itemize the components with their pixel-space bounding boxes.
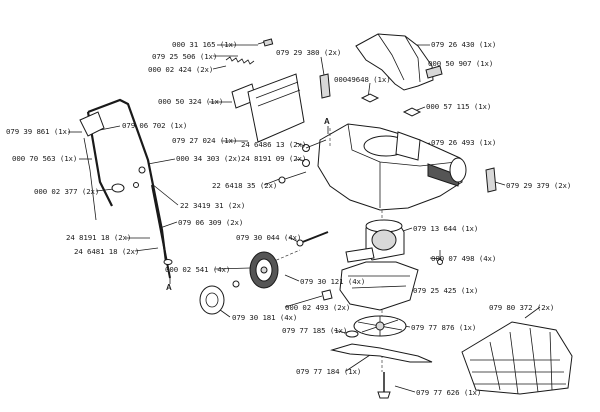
part-label-000-02-377: 000 02 377 (2x) — [34, 187, 99, 196]
part-label-079-06-309: 079 06 309 (2x) — [178, 218, 243, 227]
part-label-24-8191-18: 24 8191 18 (2x) — [66, 233, 131, 242]
part-label-079-77-876: 079 77 876 (1x) — [411, 323, 476, 332]
part-label-079-30-044: 079 30 044 (4x) — [236, 233, 301, 242]
part-label-000-02-493: 000 02 493 (2x) — [285, 303, 350, 312]
part-label-000-50-324: 000 50 324 (1x) — [158, 97, 223, 106]
part-label-079-13-644: 079 13 644 (1x) — [413, 224, 478, 233]
part-label-079-77-184: 079 77 184 (1x) — [296, 367, 361, 376]
part-label-00049648: 00049648 (1x) — [334, 75, 391, 84]
part-label-24-6481-18: 24 6481 18 (2x) — [74, 247, 139, 256]
part-label-079-25-506: 079 25 506 (1x) — [152, 52, 217, 61]
lower-housing-part — [339, 261, 419, 311]
rod-part — [257, 38, 274, 47]
axle-bolt-part — [296, 231, 329, 247]
part-label-079-27-024: 079 27 024 (1x) — [172, 136, 237, 145]
blade-part — [330, 343, 433, 363]
part-label-079-30-181: 079 30 181 (4x) — [232, 313, 297, 322]
part-label-000-02-541: 000 02 541 (4x) — [165, 265, 230, 274]
part-label-000-57-115: 000 57 115 (1x) — [426, 102, 491, 111]
grass-bag-part — [461, 321, 573, 395]
lower-handle-part — [151, 184, 173, 279]
wheel-part — [249, 251, 279, 289]
blade-bolt-part — [377, 372, 391, 399]
main-housing-part — [317, 123, 463, 211]
part-label-079-80-372: 079 80 372 (2x) — [489, 303, 554, 312]
part-label-079-26-493: 079 26 493 (1x) — [431, 138, 496, 147]
screw-part — [437, 250, 443, 265]
part-label-000-02-424: 000 02 424 (2x) — [148, 65, 213, 74]
fan-part — [353, 315, 407, 337]
part-number-labels: 000 31 165 (1x) 079 25 506 (1x) 000 02 4… — [6, 40, 571, 397]
part-label-000-34-303: 000 34 303 (2x) — [176, 154, 241, 163]
blade-washer-part — [345, 330, 359, 338]
handle-knobs-part — [111, 166, 146, 193]
spring-part — [225, 56, 255, 65]
side-clip-part — [319, 73, 331, 99]
leader-lines — [68, 44, 541, 393]
top-cover-part — [355, 33, 434, 91]
part-label-000-07-498: 000 07 498 (4x) — [431, 254, 496, 263]
part-label-079-26-430: 079 26 430 (1x) — [431, 40, 496, 49]
part-label-079-30-121: 079 30 121 (4x) — [300, 277, 365, 286]
part-label-22-6418-35: 22 6418 35 (2x) — [212, 181, 277, 190]
part-label-24-8191-09: 24 8191 09 (2x) — [241, 154, 306, 163]
part-label-079-29-379: 079 29 379 (2x) — [506, 181, 571, 190]
part-label-22-3419-31: 22 3419 31 (2x) — [180, 201, 245, 210]
part-label-000-50-907: 000 50 907 (1x) — [428, 59, 493, 68]
section-marker-a-top: A — [324, 117, 330, 126]
small-pin-part — [345, 247, 375, 263]
axle-bolts-part — [278, 139, 327, 184]
small-diamond-part — [360, 93, 380, 103]
part-label-079-39-861: 079 39 861 (1x) — [6, 127, 71, 136]
deck-rear-part — [449, 157, 467, 183]
part-label-000-70-563: 000 70 563 (1x) — [12, 154, 77, 163]
hub-cap-part — [199, 285, 225, 315]
rear-flap-part — [247, 73, 305, 143]
section-marker-a-bottom: A — [166, 283, 172, 292]
nut-part — [321, 289, 333, 301]
part-label-079-25-425: 079 25 425 (1x) — [413, 286, 478, 295]
lid-clip-part — [425, 65, 443, 79]
part-label-079-29-380: 079 29 380 (2x) — [276, 48, 341, 57]
washer-part — [232, 280, 240, 288]
part-label-000-31-165: 000 31 165 (1x) — [172, 40, 237, 49]
part-label-079-77-626: 079 77 626 (1x) — [416, 388, 481, 397]
small-diamond-part-2 — [402, 107, 422, 117]
part-label-079-06-702: 079 06 702 (1x) — [122, 121, 187, 130]
part-label-24-6486-13: 24 6486 13 (2x) — [241, 140, 306, 149]
section-markers: A A — [166, 117, 330, 292]
right-clip-part — [485, 167, 497, 193]
motor-part — [365, 219, 405, 261]
part-label-079-77-185: 079 77 185 (1x) — [282, 326, 347, 335]
